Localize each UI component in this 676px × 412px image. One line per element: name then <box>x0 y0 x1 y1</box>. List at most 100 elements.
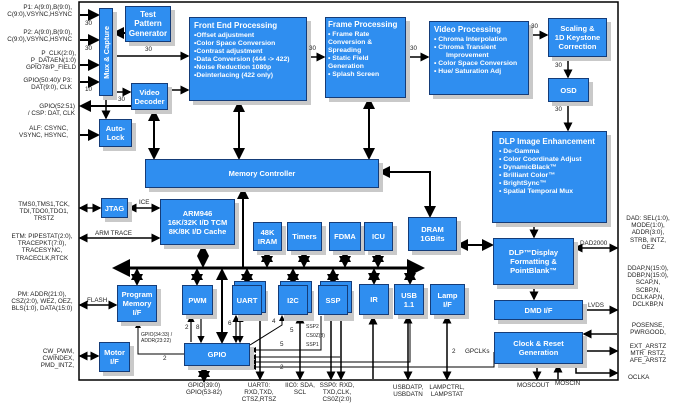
signal-text: CW_PWM, <box>42 348 74 355</box>
signal-text: UART0: <box>247 382 271 389</box>
lvds-signals: DDAP,N(15:0),DDBP,N(15:0),SCAP,N,SCBP,N,… <box>620 265 676 308</box>
block-label: I/F <box>110 357 119 366</box>
signal-text: LAMPCTRL, <box>429 384 465 391</box>
bus-width-label: 30 <box>85 20 93 27</box>
block-title: Video Processing <box>434 25 501 34</box>
block-label: GPIO <box>207 350 227 359</box>
arm-trace-label: ARM TRACE <box>95 230 132 237</box>
bus-width-label: 6 <box>228 320 232 327</box>
block-label: IRAM <box>257 236 278 246</box>
block-bullet: • Hue/ Saturation Adj <box>434 68 502 76</box>
fdma-block: FDMA <box>329 222 361 251</box>
signal-text: ALF: CSYNC, <box>29 125 68 132</box>
gpclks-label: GPCLKs <box>465 348 490 355</box>
block-label: Formatting & <box>510 257 557 266</box>
signal-text: PM: ADDR(21:0), <box>17 291 67 298</box>
jtag-block: JTAG <box>101 198 128 218</box>
signal-text: TRACEPKT(7:0), <box>17 240 67 248</box>
block-label: Pattern <box>134 19 162 29</box>
signal-text: / CSP: DAT, CLK <box>27 110 75 118</box>
signal-text: GPIO(34:33) / <box>141 332 173 338</box>
etm-signals: ETM: PIPESTAT(2:0),TRACEPKT(7:0),TRACESY… <box>6 233 78 262</box>
dmd-if-block: DMD I/F <box>494 300 583 320</box>
signal-text: PMD_INTZ, <box>40 362 74 370</box>
motor-signals: CW_PWM,CWINDEX,PMD_INTZ, <box>41 348 74 370</box>
block-label: Decoder <box>134 96 165 106</box>
block-bullet: •Data Conversion (444 -> 422) <box>194 56 290 64</box>
signal-text: DDAP,N(15:0), <box>627 265 669 272</box>
bus-width-label: 30 <box>531 23 539 30</box>
block-label: 1D Keystone <box>554 33 601 42</box>
signal-text: MTR_RSTZ, <box>630 350 666 358</box>
pclk-signals: P_CLK(2:0),P_DATAEN(1:0)GPIO78/P_FIELD <box>26 50 76 72</box>
block-bullet: • Static Field <box>328 55 369 63</box>
block-label: PointBlank™ <box>510 266 557 275</box>
signal-text: C(9:0),VSYNC,HSYNC <box>7 11 72 19</box>
lamp-pins: LAMPCTRL,LAMPSTAT <box>425 384 469 398</box>
block-bullet: Conversion & <box>328 38 373 46</box>
memory-controller-block: Memory Controller <box>145 159 379 188</box>
signal-text: SCBP,N, <box>635 286 661 294</box>
block-label: Clock & Reset <box>513 339 564 348</box>
block-label: Mux & Capture <box>101 25 111 79</box>
bus-width-label: 2 <box>452 348 456 355</box>
signal-text: DAD: SEL(1:0), <box>626 215 670 222</box>
oclka-label: OCLKA <box>628 374 650 381</box>
usb-pins: USBDATP,USBDATN <box>388 384 428 398</box>
block-label: Program <box>121 290 153 299</box>
block-bullet: • Chroma Transient <box>434 43 497 51</box>
block-label: 8K/8K I/D Cache <box>168 226 227 236</box>
signal-text: OEZ <box>641 243 655 251</box>
jtag-signals: TMS0,TMS1,TCK,TDI,TDO0,TDO1,TRSTZ <box>14 201 74 223</box>
signal-text: AFE_ARSTZ <box>629 357 667 365</box>
gpio-addr-label: GPIO(34:33) /ADDR(23:22) <box>141 332 173 345</box>
signal-text: SCAP,N, <box>635 279 661 287</box>
block-bullet: Generation <box>328 63 364 71</box>
signal-text: TDI,TDO0,TDO1, <box>19 208 69 216</box>
signal-text: P2: A(9:0),B(9:0), <box>23 29 72 36</box>
block-label: Auto- <box>105 124 126 133</box>
block-bullet: • Splash Screen <box>328 71 380 79</box>
block-bullet: • Frame Rate <box>328 30 370 38</box>
bus-width-label: 30 <box>555 106 563 113</box>
signal-text: POSENSE, <box>631 322 665 329</box>
block-label: 1GBits <box>420 234 445 243</box>
bus-width-label: 30 <box>85 45 93 52</box>
bus-width-label: 8 <box>196 324 200 331</box>
flash-label: FLASH <box>87 297 108 304</box>
i2c-block: I2C <box>278 285 308 315</box>
dad-signals: DAD: SEL(1:0),MODE(1:0),ADDR(3:0),STRB, … <box>620 215 676 251</box>
pwm-block: PWM <box>182 285 213 315</box>
signal-text: ADDR(23:22) <box>141 337 172 344</box>
timers-block: Timers <box>287 222 322 251</box>
signal-text: GPIO(53-82) <box>185 389 223 397</box>
signal-text: CTSZ,RTSZ <box>241 396 277 404</box>
signal-text: GPIO(39:0) <box>187 382 221 389</box>
block-label: Test <box>140 9 156 19</box>
ir-block: IR <box>359 284 389 315</box>
block-label: Motor <box>104 348 125 357</box>
block-label: ICU <box>372 232 385 241</box>
signal-text: TXD,CLK, <box>322 389 352 397</box>
block-label: I2C <box>287 295 299 305</box>
dad2000-label: DAD2000 <box>580 240 608 247</box>
block-label: DMD I/F <box>524 305 553 315</box>
gpio-block: GPIO <box>184 343 250 366</box>
block-label: Correction <box>558 42 597 51</box>
block-title: Frame Processing <box>328 20 398 29</box>
block-label: Lamp <box>437 290 458 300</box>
block-bullet: • Color Space Conversion <box>434 60 518 68</box>
block-label: Lock <box>106 133 125 142</box>
p3-signals: GPIO(50:40)/ P3:DAT(9:0), CLK <box>23 77 72 91</box>
bus-width-label: 5 <box>290 327 294 334</box>
gpio-pins: GPIO(39:0)GPIO(53-82) <box>184 382 224 396</box>
